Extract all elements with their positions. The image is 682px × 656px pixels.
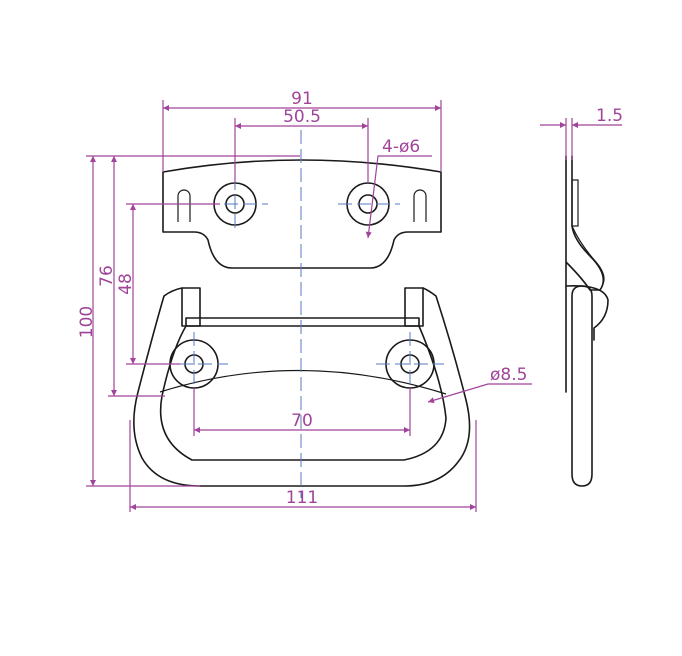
side-handle-rod — [571, 285, 593, 487]
dim-label-1-5: 1.5 — [596, 106, 623, 126]
left-slot — [177, 189, 191, 222]
left-hinge-knuckle — [181, 287, 201, 327]
dim-label-4-holes: 4-ø6 — [382, 137, 420, 157]
side-view — [565, 155, 609, 487]
dim-label-91: 91 — [291, 89, 313, 109]
dim-label-48: 48 — [116, 273, 136, 295]
handle-inner-outline — [159, 325, 447, 461]
dim-label-70: 70 — [291, 411, 313, 431]
handle-grip-edge — [159, 369, 447, 395]
leader-rod-diameter — [427, 383, 532, 404]
front-view — [133, 130, 471, 498]
dim-label-76: 76 — [97, 265, 117, 287]
dim-label-100: 100 — [77, 306, 97, 338]
right-hinge-knuckle — [404, 287, 424, 327]
side-plate — [565, 155, 605, 393]
side-plate-tab — [571, 179, 579, 227]
hinge-bar — [185, 317, 420, 327]
leader-4-holes — [365, 155, 432, 239]
dim-label-rod-diameter: ø8.5 — [490, 365, 527, 385]
dim-label-50-5: 50.5 — [283, 107, 321, 127]
mounting-plate-outline — [162, 159, 442, 269]
side-plate-bend — [571, 225, 605, 287]
dim-label-111: 111 — [286, 488, 318, 508]
handle-outer-outline — [133, 287, 471, 487]
dimensions: 91 50.5 4-ø6 1.5 100 76 48 70 — [77, 89, 623, 512]
right-slot — [413, 189, 427, 222]
